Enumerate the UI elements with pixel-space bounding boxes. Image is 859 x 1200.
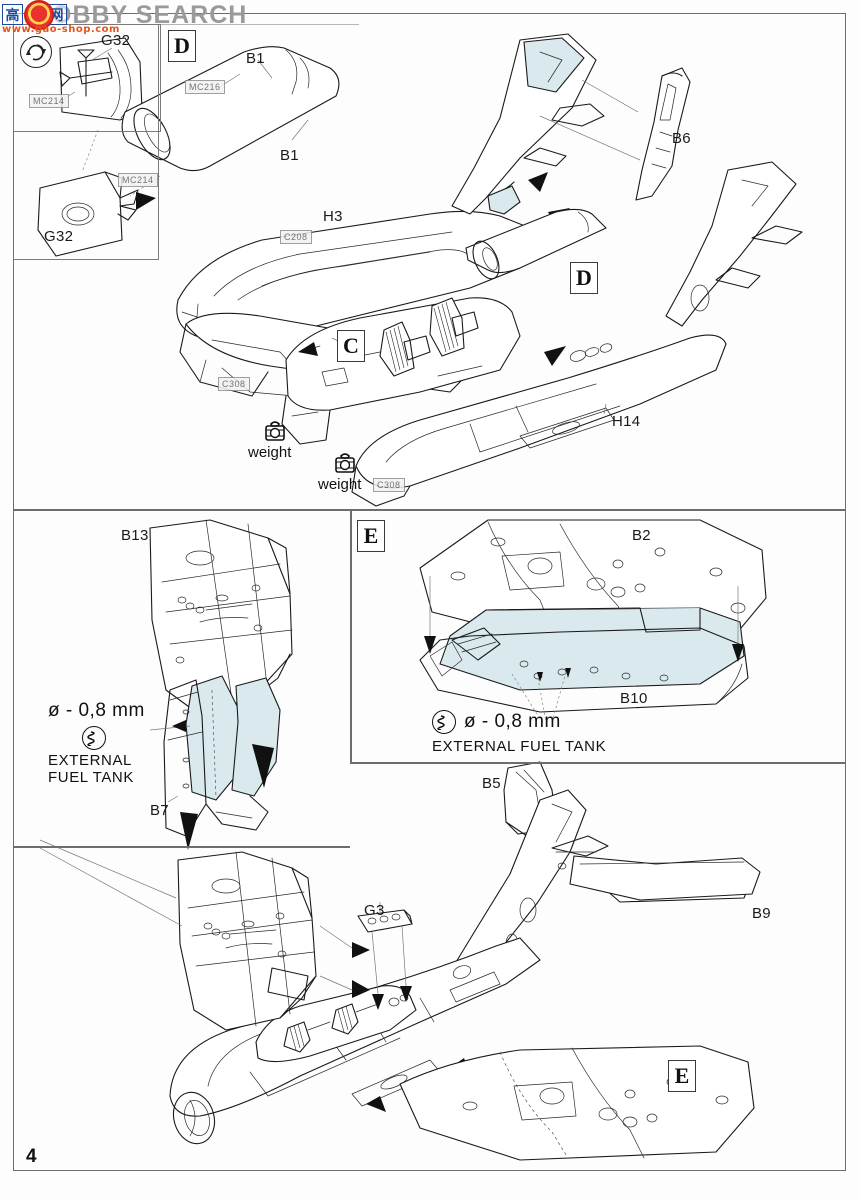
page-border xyxy=(13,13,846,1171)
ref-code-mc214-a: MC214 xyxy=(29,94,69,108)
inset-divider-right xyxy=(158,24,160,260)
drill-hole-icon-left xyxy=(82,726,106,750)
nose-weight-icon-2 xyxy=(332,450,358,481)
note-right-diameter: ø - 0,8 mm xyxy=(464,711,561,732)
part-label-h14: H14 xyxy=(612,413,641,430)
step-letter: D xyxy=(174,33,190,58)
step-badge-e-mid: E xyxy=(357,520,385,552)
part-label-b9: B9 xyxy=(752,905,771,922)
panel-divider-1 xyxy=(13,509,846,511)
page-number: 4 xyxy=(26,1146,37,1167)
part-label-b6: B6 xyxy=(672,130,691,147)
inset-panel-g32 xyxy=(13,24,161,132)
note-right-caption: EXTERNAL FUEL TANK xyxy=(432,738,607,755)
note-left-caption-2: FUEL TANK xyxy=(48,769,134,787)
step-letter: E xyxy=(363,523,379,548)
note-left-fuel-tank: ø - 0,8 mm EXTERNAL FUEL TANK xyxy=(48,700,145,787)
ref-code-c208: C208 xyxy=(280,230,312,244)
step-letter: C xyxy=(343,333,359,358)
part-label-h3: H3 xyxy=(323,208,343,225)
note-left-diameter: ø - 0,8 mm xyxy=(48,700,145,721)
step-badge-d-mid: D xyxy=(570,262,598,294)
weight-label-2: weight xyxy=(318,476,362,493)
part-label-b2: B2 xyxy=(632,527,651,544)
rotate-icon xyxy=(20,36,52,68)
part-label-g3: G3 xyxy=(364,902,385,919)
part-label-b10: B10 xyxy=(620,690,648,707)
note-left-caption-1: EXTERNAL xyxy=(48,752,132,769)
panel-divider-3 xyxy=(350,509,352,763)
ref-code-c308-a: C308 xyxy=(218,377,250,391)
inset-divider-bottom xyxy=(13,259,159,261)
part-label-b1-bot: B1 xyxy=(280,147,299,164)
ref-code-mc216: MC216 xyxy=(185,80,225,94)
part-label-b13: B13 xyxy=(121,527,149,544)
part-label-g32-top: G32 xyxy=(101,32,131,49)
step-letter: E xyxy=(674,1063,690,1088)
ref-code-c308-b: C308 xyxy=(373,478,405,492)
weight-label-1: weight xyxy=(248,444,292,461)
panel-divider-2 xyxy=(350,762,846,764)
part-label-g32-bot: G32 xyxy=(44,228,74,245)
part-label-b1-top: B1 xyxy=(246,50,265,67)
panel-divider-4 xyxy=(13,846,350,848)
part-label-b7: B7 xyxy=(150,802,169,819)
drill-hole-icon-right xyxy=(432,710,456,734)
ref-code-mc214-b: MC214 xyxy=(118,173,158,187)
step-badge-d-top: D xyxy=(168,30,196,62)
step-badge-e-bottom: E xyxy=(668,1060,696,1092)
note-right-fuel-tank: ø - 0,8 mm EXTERNAL FUEL TANK xyxy=(432,710,606,755)
top-panel-divider xyxy=(159,24,359,26)
step-letter: D xyxy=(576,265,592,290)
nose-weight-icon-1 xyxy=(262,418,288,449)
part-label-b5: B5 xyxy=(482,775,501,792)
step-badge-c: C xyxy=(337,330,365,362)
